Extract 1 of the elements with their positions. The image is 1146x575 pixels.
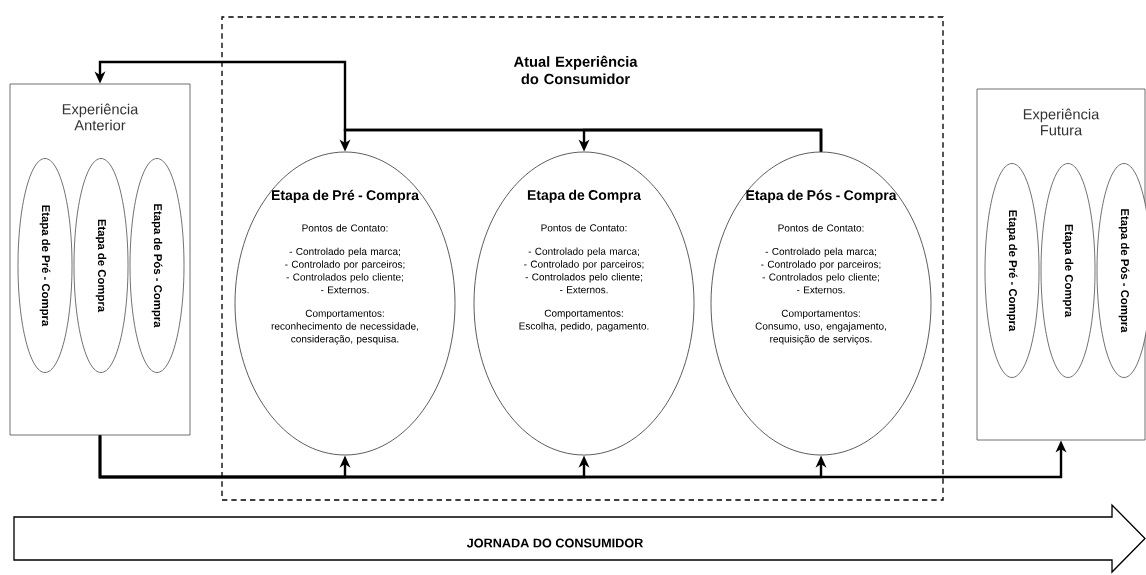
- node-label: Etapa de Pós - Compra: [1118, 209, 1130, 333]
